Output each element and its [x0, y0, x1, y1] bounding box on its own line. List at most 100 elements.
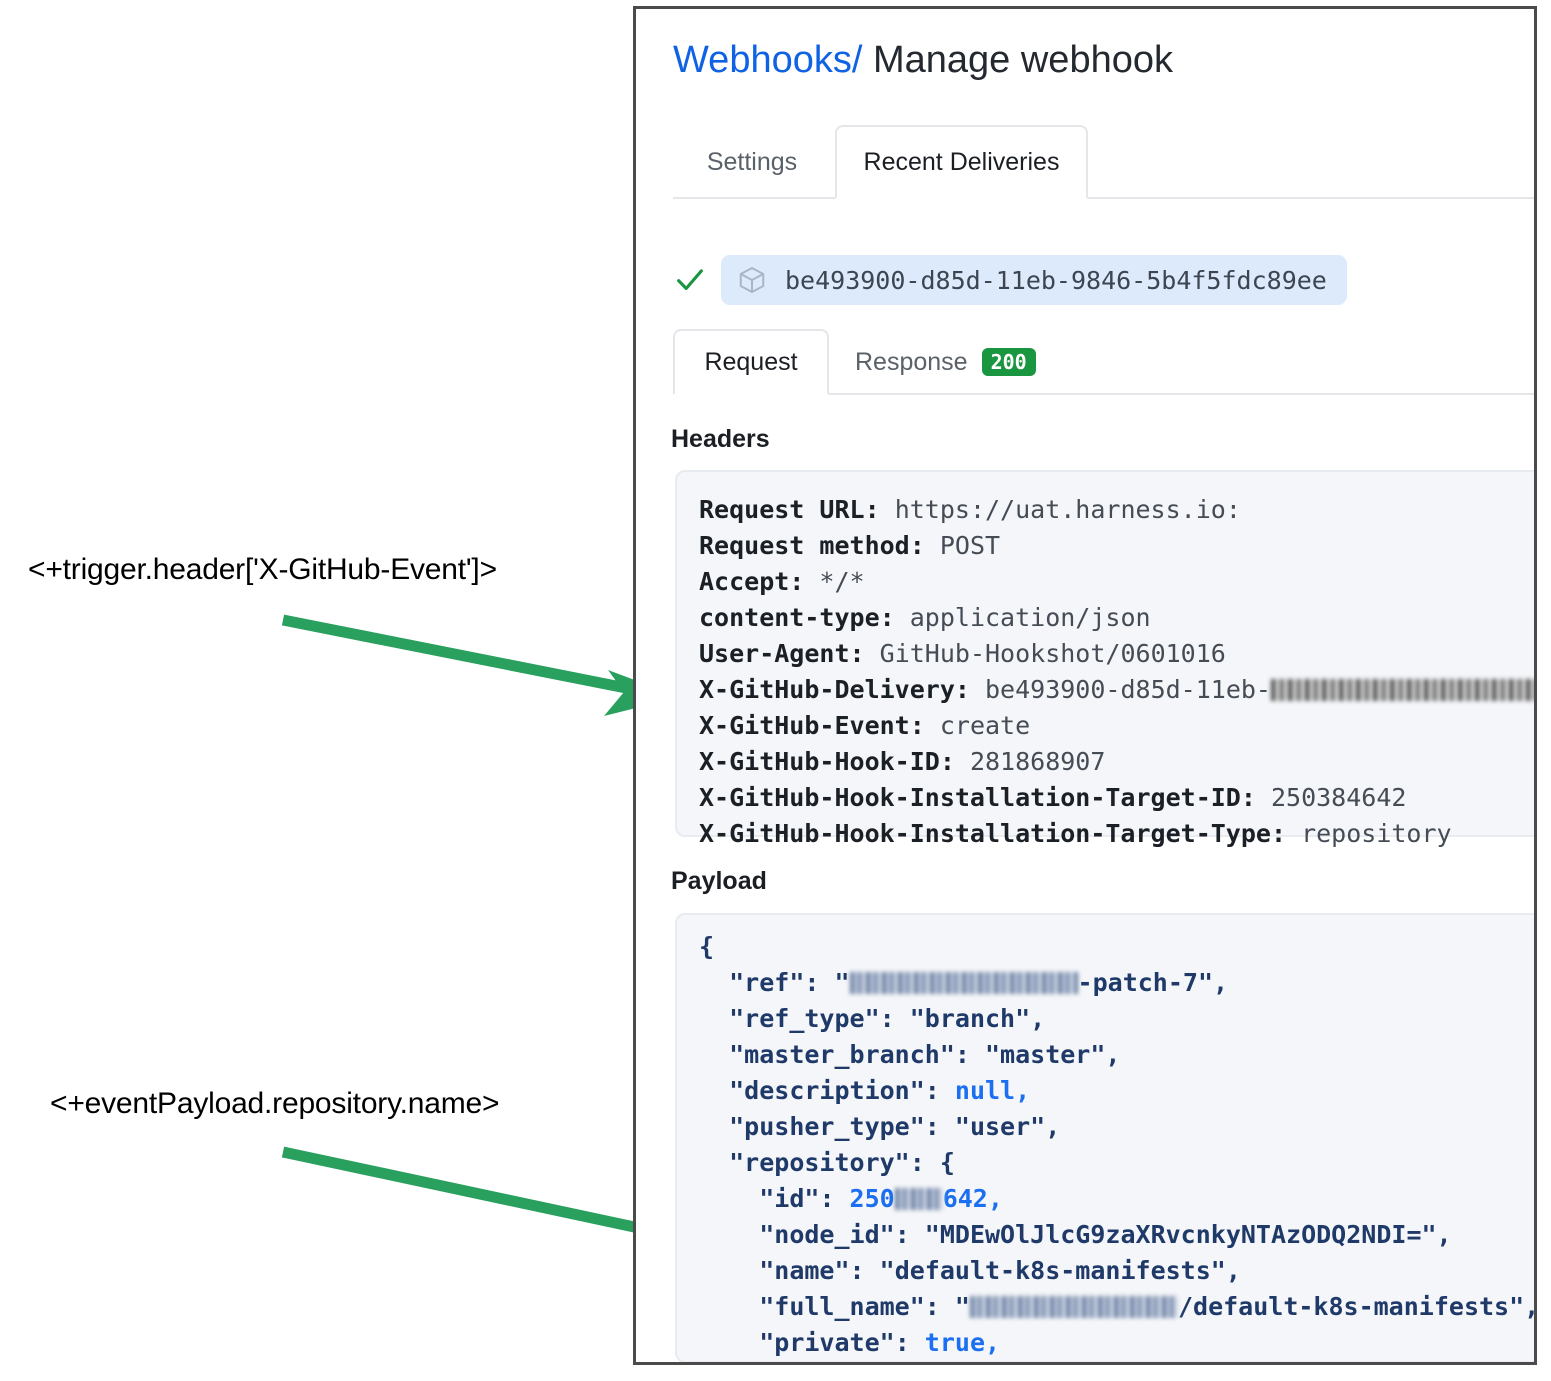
header-key: X-GitHub-Hook-Installation-Target-Type: — [699, 819, 1286, 848]
delivery-row[interactable]: be493900-d85d-11eb-9846-5b4f5fdc89ee — [673, 253, 1347, 307]
tab-request-label: Request — [704, 347, 798, 376]
header-line: content-type: application/json — [699, 600, 1534, 636]
breadcrumb-separator: / — [851, 39, 863, 81]
header-value: GitHub-Hookshot/0601016 — [879, 639, 1226, 668]
header-value: https://uat.harness.io: — [894, 495, 1241, 524]
header-key: X-GitHub-Hook-ID: — [699, 747, 955, 776]
payload-line: "ref_type": "branch", — [699, 1001, 1534, 1037]
header-value: application/json — [909, 603, 1151, 632]
payload-value: "user", — [954, 1112, 1061, 1141]
delivery-id-text: be493900-d85d-11eb-9846-5b4f5fdc89ee — [785, 265, 1327, 295]
page-title: Manage webhook — [872, 39, 1173, 81]
status-badge: 200 — [981, 348, 1036, 376]
payload-key: "name" — [759, 1256, 850, 1285]
tab-settings[interactable]: Settings — [706, 147, 798, 176]
header-value: 250384642 — [1270, 783, 1407, 812]
payload-key: "master_branch" — [729, 1040, 955, 1069]
payload-line: "repository": { — [699, 1145, 1534, 1181]
payload-sep: : — [924, 1292, 955, 1321]
header-line: Request URL: https://uat.harness.io: — [699, 492, 1534, 528]
payload-key: "owner" — [759, 1364, 864, 1365]
payload-text: { — [699, 932, 715, 961]
header-key: Request URL: — [699, 495, 880, 524]
redacted-text — [1270, 679, 1534, 701]
package-icon — [739, 267, 765, 293]
payload-key: "ref_type" — [729, 1004, 880, 1033]
payload-value: " — [834, 968, 850, 997]
header-line: User-Agent: GitHub-Hookshot/0601016 — [699, 636, 1534, 672]
payload-sep: : — [804, 968, 835, 997]
payload-value: "MDEwOlJlcG9zaXRvcnkyNTAzODQ2NDI=", — [924, 1220, 1452, 1249]
header-value: repository — [1301, 819, 1452, 848]
payload-line: "description": null, — [699, 1073, 1534, 1109]
header-key: content-type: — [699, 603, 895, 632]
payload-line: "private": true, — [699, 1325, 1534, 1361]
delivery-detail-tabs: Request Response 200 — [673, 329, 1534, 395]
header-value: be493900-d85d-11eb- — [985, 675, 1271, 704]
payload-sep: : — [924, 1112, 955, 1141]
payload-line: "pusher_type": "user", — [699, 1109, 1534, 1145]
payload-section-title: Payload — [671, 867, 767, 895]
header-value: create — [939, 711, 1031, 740]
payload-value: "branch", — [909, 1004, 1046, 1033]
payload-sep: : — [954, 1040, 985, 1069]
annotation-label-event-payload: <+eventPayload.repository.name> — [50, 1087, 500, 1120]
header-value: */* — [819, 567, 865, 596]
tab-request[interactable]: Request — [673, 329, 829, 395]
check-icon — [677, 269, 703, 291]
payload-sep: : — [849, 1256, 880, 1285]
redacted-text — [969, 1296, 1178, 1318]
header-value: 281868907 — [969, 747, 1106, 776]
payload-value: "master", — [985, 1040, 1121, 1069]
headers-code-block: Request URL: https://uat.harness.io: Req… — [675, 470, 1534, 848]
payload-code-block: { "ref": " -patch-7", "ref_type": "branch… — [675, 913, 1534, 1365]
payload-key: "private" — [759, 1328, 895, 1357]
payload-key: "node_id" — [759, 1220, 895, 1249]
payload-suffix: -patch-7", — [1077, 968, 1229, 997]
payload-value: " — [954, 1292, 970, 1321]
breadcrumb: Webhooks/ Manage webhook — [673, 39, 1173, 82]
payload-sep: : — [894, 1220, 925, 1249]
payload-line: "name": "default-k8s-manifests", — [699, 1253, 1534, 1289]
header-key: User-Agent: — [699, 639, 865, 668]
payload-sep: : — [865, 1364, 895, 1365]
delivery-id-chip[interactable]: be493900-d85d-11eb-9846-5b4f5fdc89ee — [721, 255, 1347, 305]
annotation-label-trigger-header: <+trigger.header['X-GitHub-Event']> — [28, 553, 497, 586]
payload-value: { — [939, 1148, 955, 1177]
header-key: X-GitHub-Hook-Installation-Target-ID: — [699, 783, 1256, 812]
header-line: X-GitHub-Hook-ID: 281868907 — [699, 744, 1534, 780]
headers-section-title: Headers — [671, 425, 770, 453]
header-value: POST — [939, 531, 1001, 560]
payload-key: "pusher_type" — [729, 1112, 925, 1141]
payload-key: "full_name" — [759, 1292, 925, 1321]
payload-line: "ref": " -patch-7", — [699, 965, 1534, 1001]
payload-value: null, — [954, 1076, 1031, 1105]
payload-sep: : — [879, 1004, 910, 1033]
header-key: X-GitHub-Delivery: — [699, 675, 970, 704]
payload-line: "full_name": "/default-k8s-manifests", — [699, 1289, 1534, 1325]
header-line: Accept: */* — [699, 564, 1534, 600]
header-key: Accept: — [699, 567, 805, 596]
payload-line: { — [699, 929, 1534, 965]
tab-response-label: Response — [855, 347, 968, 376]
payload-key: "description" — [729, 1076, 925, 1105]
payload-key: "repository" — [729, 1148, 910, 1177]
payload-key: "ref" — [729, 968, 805, 997]
payload-sep: : — [819, 1184, 850, 1213]
redacted-text — [894, 1188, 943, 1210]
payload-value: true, — [924, 1328, 1001, 1357]
tab-response[interactable]: Response 200 — [833, 329, 1058, 395]
payload-line: "owner": { — [699, 1361, 1534, 1365]
header-key: X-GitHub-Event: — [699, 711, 925, 740]
tab-recent-deliveries[interactable]: Recent Deliveries — [835, 125, 1088, 199]
annotation-arrow-1 — [281, 614, 680, 716]
header-line: X-GitHub-Delivery: be493900-d85d-11eb- — [699, 672, 1534, 708]
header-line: X-GitHub-Hook-Installation-Target-Type: … — [699, 816, 1534, 852]
payload-sep: : — [894, 1328, 925, 1357]
payload-suffix: 642, — [942, 1184, 1003, 1213]
breadcrumb-link-webhooks[interactable]: Webhooks — [673, 39, 852, 81]
webhook-tabs: Settings Recent Deliveries — [673, 125, 1534, 199]
payload-value: 250 — [849, 1184, 895, 1213]
webhook-panel: Webhooks/ Manage webhook Settings Recent… — [633, 6, 1537, 1365]
